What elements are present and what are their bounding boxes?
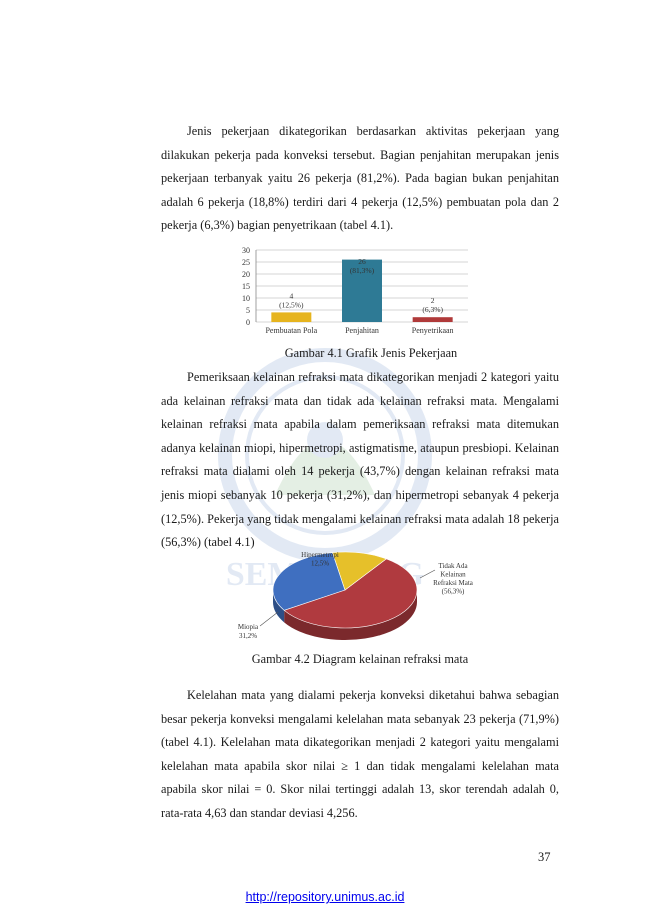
data-label-value: 26 — [358, 257, 366, 266]
pie-slice-0 — [283, 558, 418, 629]
data-label-value: 2 — [431, 296, 435, 305]
y-tick-label: 15 — [242, 282, 250, 291]
pie-leader-line — [419, 569, 436, 579]
bar-0 — [271, 312, 312, 322]
y-tick-label: 0 — [246, 318, 250, 327]
bar-2 — [412, 317, 453, 322]
y-tick-label: 20 — [242, 270, 250, 279]
data-label-percent: (6,3%) — [422, 305, 443, 314]
pie-slice-side-0 — [284, 590, 417, 640]
y-tick-label: 10 — [242, 294, 250, 303]
bar-1 — [342, 259, 382, 322]
paragraph-2-text: Pemeriksaan kelainan refraksi mata dikat… — [161, 370, 559, 550]
pie-slice-1 — [272, 552, 346, 611]
paragraph-jenis-pekerjaan: Jenis pekerjaan dikategorikan berdasarka… — [161, 120, 559, 238]
y-tick-label: 30 — [242, 246, 250, 255]
x-tick-label: Pembuatan Pola — [265, 326, 317, 335]
pie-slice-2 — [332, 551, 387, 591]
paragraph-3-text: Kelelahan mata yang dialami pekerja konv… — [161, 688, 559, 820]
pie-label-hipermetropi: 12,5% — [311, 560, 329, 568]
x-tick-label: Penjahitan — [345, 326, 379, 335]
x-tick-label: Penyetrikaan — [412, 326, 454, 335]
data-label-value: 4 — [289, 291, 293, 300]
pie-label-miopia: 31,2% — [239, 632, 257, 640]
pie-label-miopia: Miopia — [238, 623, 259, 631]
data-label-percent: (12,5%) — [279, 300, 304, 309]
y-tick-label: 5 — [246, 306, 250, 315]
figure-caption-1: Gambar 4.1 Grafik Jenis Pekerjaan — [284, 346, 458, 360]
data-label-percent: (81,3%) — [350, 266, 375, 275]
y-tick-label: 25 — [242, 258, 250, 267]
pie-leader-line — [259, 611, 279, 627]
paragraph-kelainan-refraksi: Pemeriksaan kelainan refraksi mata dikat… — [161, 366, 559, 555]
repository-link[interactable]: http://repository.unimus.ac.id — [245, 890, 405, 904]
page-number: 37 — [538, 850, 551, 864]
bar-chart-jenis-pekerjaan: 0 5 10 15 20 25 30 4(12,5%) Pembuatan Pola 26(81,… — [242, 246, 468, 335]
pie-slice-side-1 — [273, 590, 285, 623]
pie-label-tidak-ada: Tidak Ada — [438, 562, 468, 570]
pie-label-tidak-ada: Kelainan — [440, 571, 466, 579]
paragraph-kelelahan-mata: Kelelahan mata yang dialami pekerja konv… — [161, 684, 559, 826]
pie-label-tidak-ada: Refraksi Mata — [433, 579, 474, 587]
figure-caption-2: Gambar 4.2 Diagram kelainan refraksi mat… — [251, 652, 469, 666]
pie-label-tidak-ada: (56,3%) — [442, 588, 465, 596]
paragraph-1-text: Jenis pekerjaan dikategorikan berdasarka… — [161, 124, 559, 233]
pie-label-hipermetropi: Hipermetropi — [301, 551, 339, 559]
